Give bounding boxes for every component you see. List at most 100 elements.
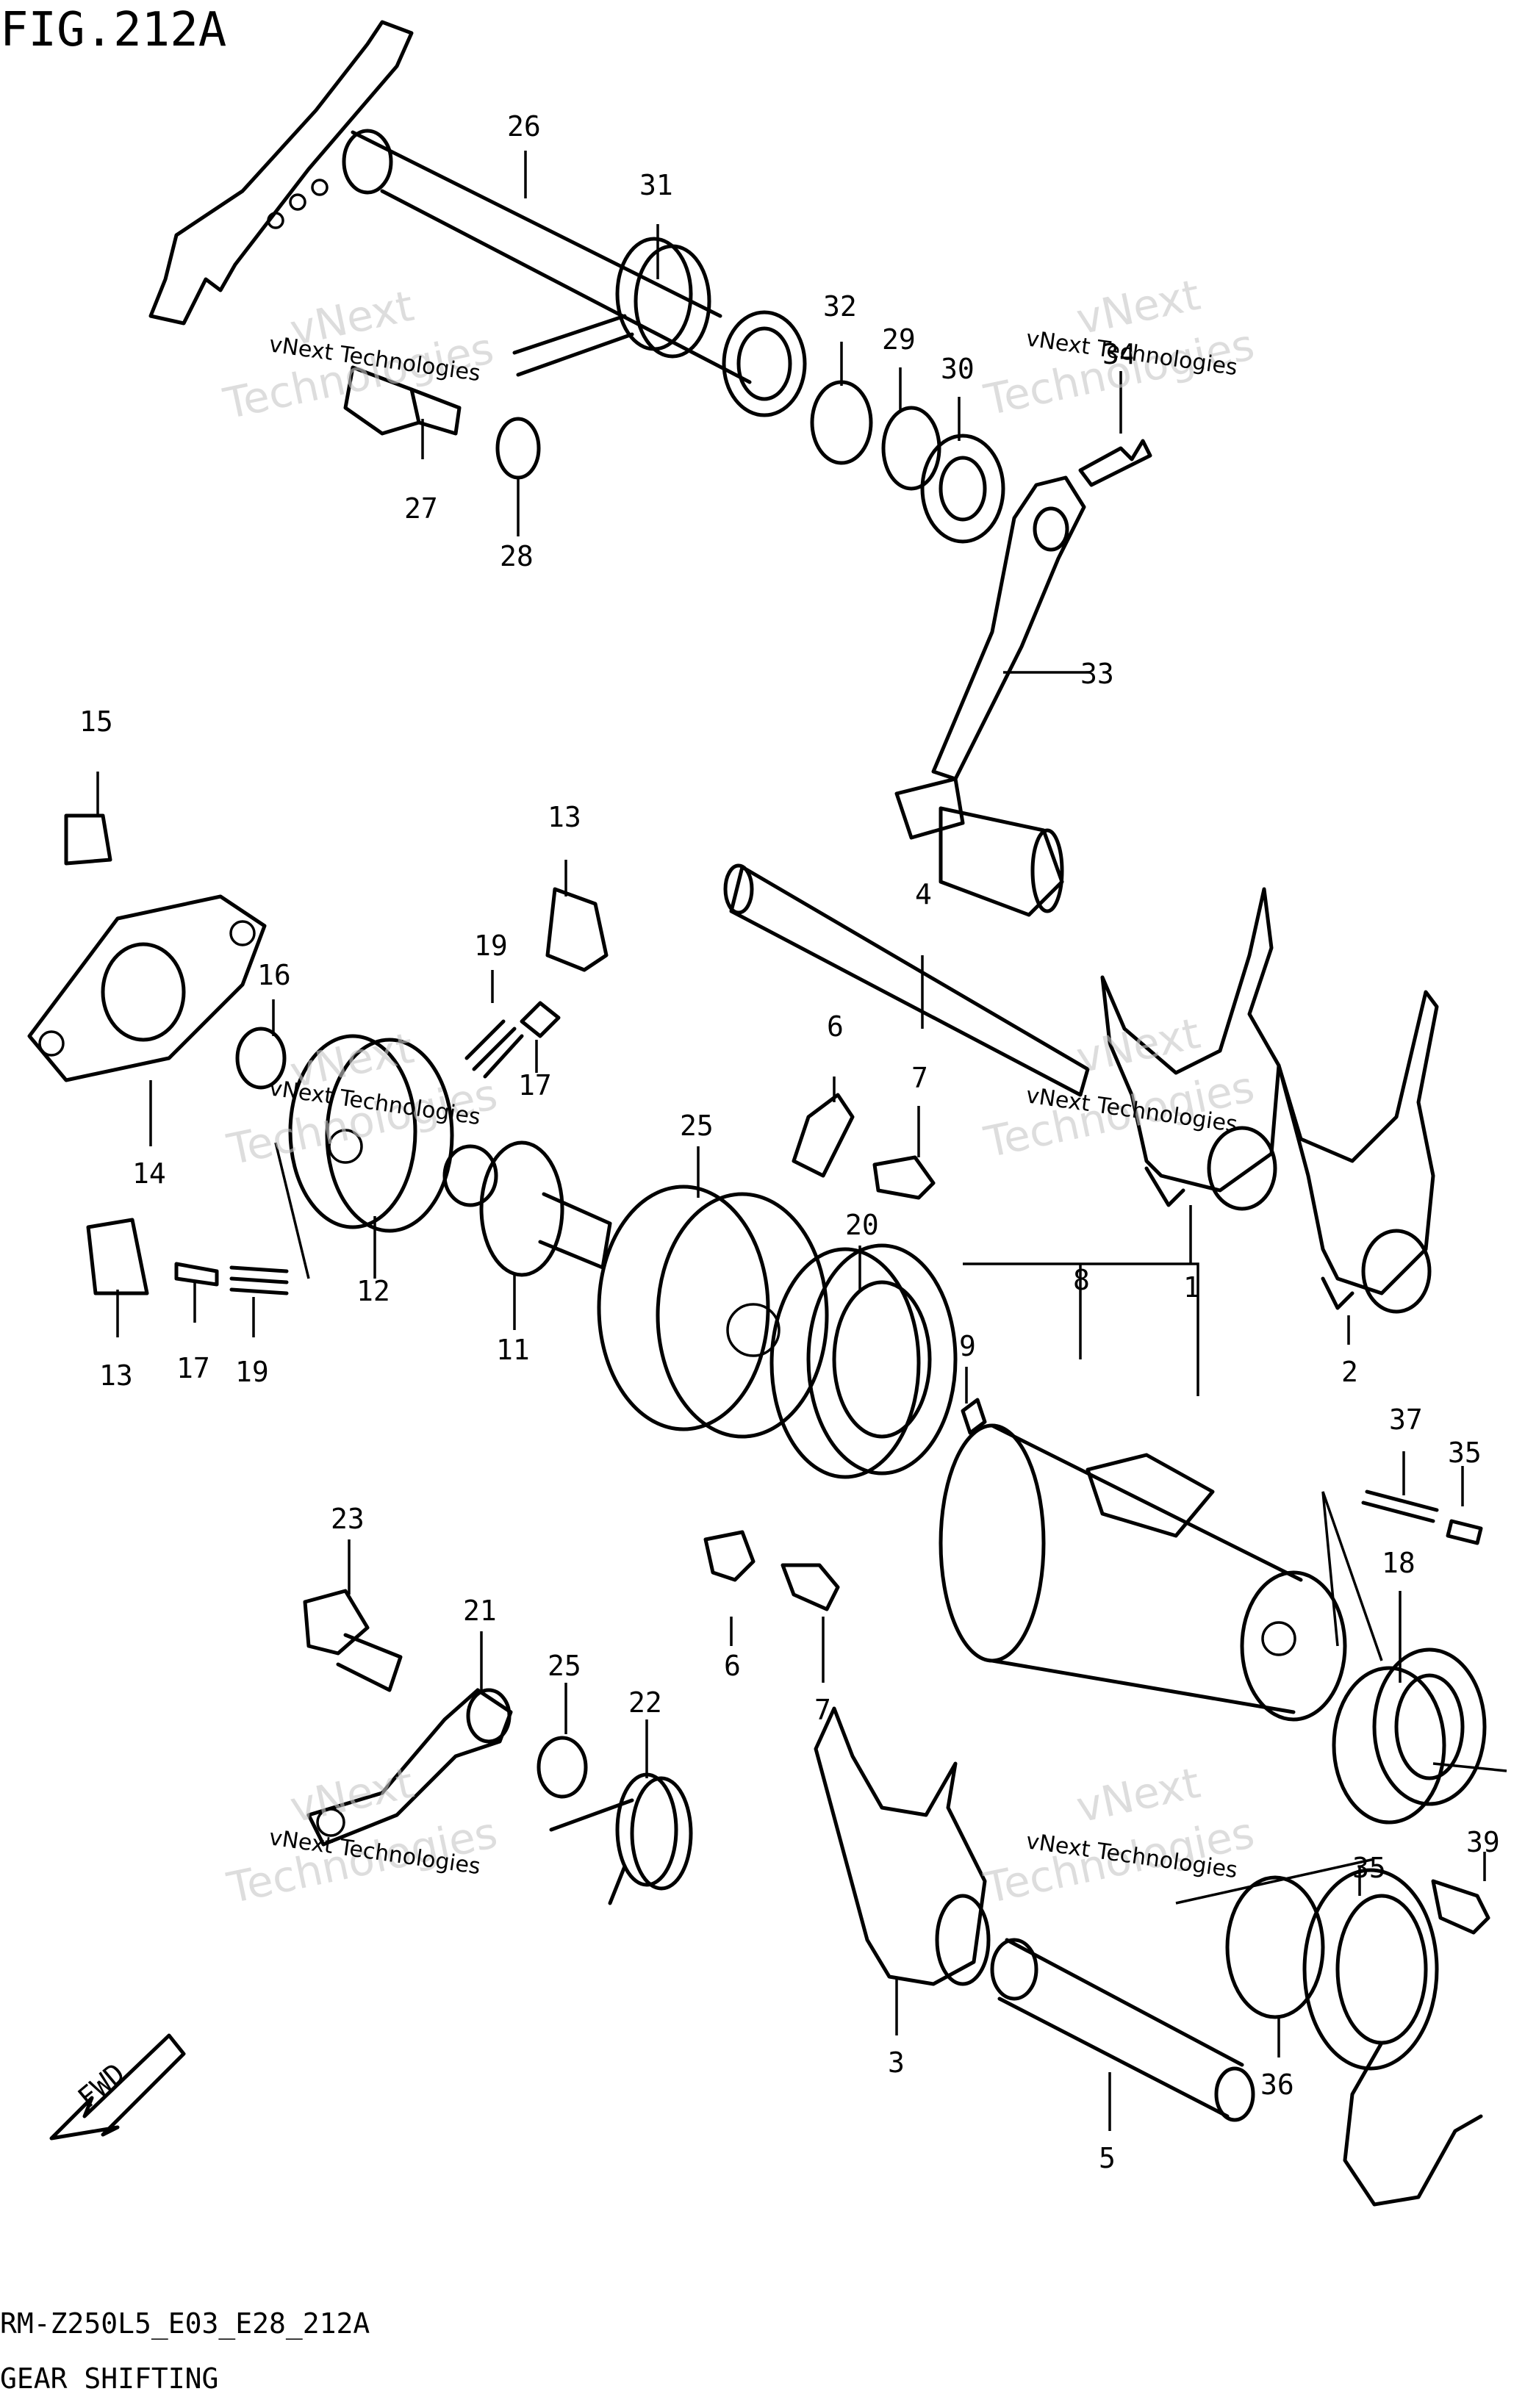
svg-text:vNext: vNext: [1072, 1008, 1205, 1083]
callout-16: 16: [257, 959, 291, 991]
callout-37: 36: [1260, 2069, 1294, 2101]
fork-shaft-part-4-end: [723, 863, 754, 915]
pin-part-36: [1446, 1519, 1483, 1545]
callout-7: 7: [911, 1062, 928, 1094]
bolt-part-39: [1431, 1879, 1490, 1935]
callout-13: 13: [99, 1359, 133, 1392]
retainer-part-6b: [703, 1530, 756, 1582]
fwd-label: FWD: [72, 2057, 132, 2114]
bolt-part-34: [1078, 439, 1152, 487]
pin-part-17b: [174, 1262, 219, 1287]
watermark-bottom-right: vNext Technologies vNext Technologies: [980, 1758, 1259, 1913]
callout-labels: 26 31 27 28 32 29 30 34 33 15 14 16 13 1…: [79, 110, 1500, 2174]
callout-34: 34: [1102, 338, 1136, 370]
spring-part-38: [1361, 1489, 1439, 1523]
screw-part-7: [872, 1155, 936, 1200]
spring-part-19: [464, 1019, 524, 1079]
callout-23: 23: [331, 1503, 365, 1535]
o-ring-part-37: [1225, 1875, 1325, 2019]
footer-code: RM-Z250L5_E03_E28_212A: [0, 2307, 370, 2340]
callout-29: 29: [882, 323, 916, 356]
callout-38: 37: [1389, 1404, 1423, 1436]
washer-part-29: [881, 406, 941, 491]
stopper-plate-part-14: [27, 894, 267, 1082]
pawl-part-12: [545, 887, 609, 972]
callout-3: 3: [888, 2046, 905, 2079]
fork-shaft-part-5: [990, 1938, 1255, 2122]
shift-fork-part-3: [814, 1706, 991, 1986]
callout-7b: 7: [814, 1694, 831, 1726]
spring-part-19b: [229, 1265, 289, 1295]
gear-position-sensor-part-35: [1302, 1868, 1483, 2207]
footer-name: GEAR SHIFTING: [0, 2362, 218, 2395]
watermark-top-right: vNext Technologies vNext Technologies: [980, 270, 1259, 425]
callout-14: 14: [132, 1157, 166, 1190]
cam-guide-part-11: [288, 1034, 454, 1233]
shift-fork-part-2: [1277, 990, 1439, 1314]
gearshift-shaft-part-26: [148, 20, 807, 417]
callout-30: 30: [941, 353, 975, 385]
callout-1: 1: [1183, 1271, 1200, 1304]
pin-part-9: [961, 1398, 987, 1435]
callout-25: 25: [548, 1650, 581, 1682]
screw-part-15: [64, 813, 112, 866]
washer-part-28: [495, 417, 541, 480]
bolt-part-23: [303, 1589, 403, 1692]
bolt-part-10: [442, 1140, 612, 1277]
fwd-arrow-icon: FWD: [49, 2033, 186, 2141]
callout-5: 5: [1099, 2142, 1116, 2174]
cam-part-24: [597, 1185, 829, 1439]
callout-10: 11: [496, 1334, 530, 1366]
callout-17: 17: [518, 1069, 552, 1101]
callout-6b: 6: [724, 1650, 741, 1682]
washer-part-16: [235, 1027, 287, 1090]
callout-20: 20: [845, 1209, 879, 1241]
callout-33: 33: [1080, 658, 1114, 690]
callout-31: 31: [639, 169, 673, 201]
callout-9: 9: [959, 1330, 976, 1362]
callout-35: 35: [1352, 1852, 1386, 1884]
callout-11: 12: [356, 1275, 390, 1307]
callout-26: 26: [507, 110, 541, 143]
spring-part-31: [512, 237, 711, 377]
oil-seal-part-30: [920, 434, 1005, 544]
callout-4: 4: [915, 878, 932, 910]
callout-27: 27: [404, 492, 438, 525]
callout-39: 39: [1466, 1826, 1500, 1858]
bolt-part-27: [343, 365, 462, 436]
callout-24: 25: [680, 1110, 714, 1142]
callout-21: 21: [463, 1595, 497, 1627]
pawl-part-13: [86, 1218, 149, 1295]
callout-22: 22: [628, 1686, 662, 1719]
circlip-part-32: [810, 380, 873, 465]
fork-shaft-part-4: [729, 865, 1090, 1097]
callout-32: 32: [823, 290, 857, 323]
washer-part-25: [537, 1736, 588, 1799]
leader-lines: [96, 151, 1507, 2131]
callout-8: 8: [1073, 1264, 1090, 1296]
callout-17b: 17: [176, 1352, 210, 1384]
shift-fork-part-1: [1100, 887, 1281, 1211]
callout-36: 35: [1448, 1437, 1482, 1469]
bearing-part-20: [769, 1243, 958, 1479]
callout-19b: 19: [235, 1356, 269, 1388]
callout-12: 13: [548, 801, 581, 833]
pin-part-17: [520, 1001, 561, 1038]
bearing-part-18: [1332, 1647, 1487, 1825]
callout-18: 18: [1382, 1547, 1415, 1579]
callout-28: 28: [500, 540, 534, 572]
screw-part-7b: [781, 1563, 840, 1611]
watermark-bottom-left: vNext Technologies vNext Technologies: [223, 1758, 502, 1913]
gearshift-cam-part-8: [939, 1423, 1347, 1722]
gearshift-lever-part-33: [894, 475, 1086, 917]
watermark-middle-left: vNext Technologies vNext Technologies: [223, 1023, 502, 1175]
svg-text:vNext: vNext: [286, 1758, 418, 1833]
callout-15: 15: [79, 705, 113, 738]
retainer-part-6: [792, 1093, 855, 1178]
callout-6: 6: [827, 1010, 844, 1043]
figure-title: FIG.212A: [0, 3, 226, 57]
cam-stopper-part-21: [306, 1688, 513, 1847]
callout-2: 2: [1341, 1356, 1358, 1388]
callout-19: 19: [474, 930, 508, 962]
